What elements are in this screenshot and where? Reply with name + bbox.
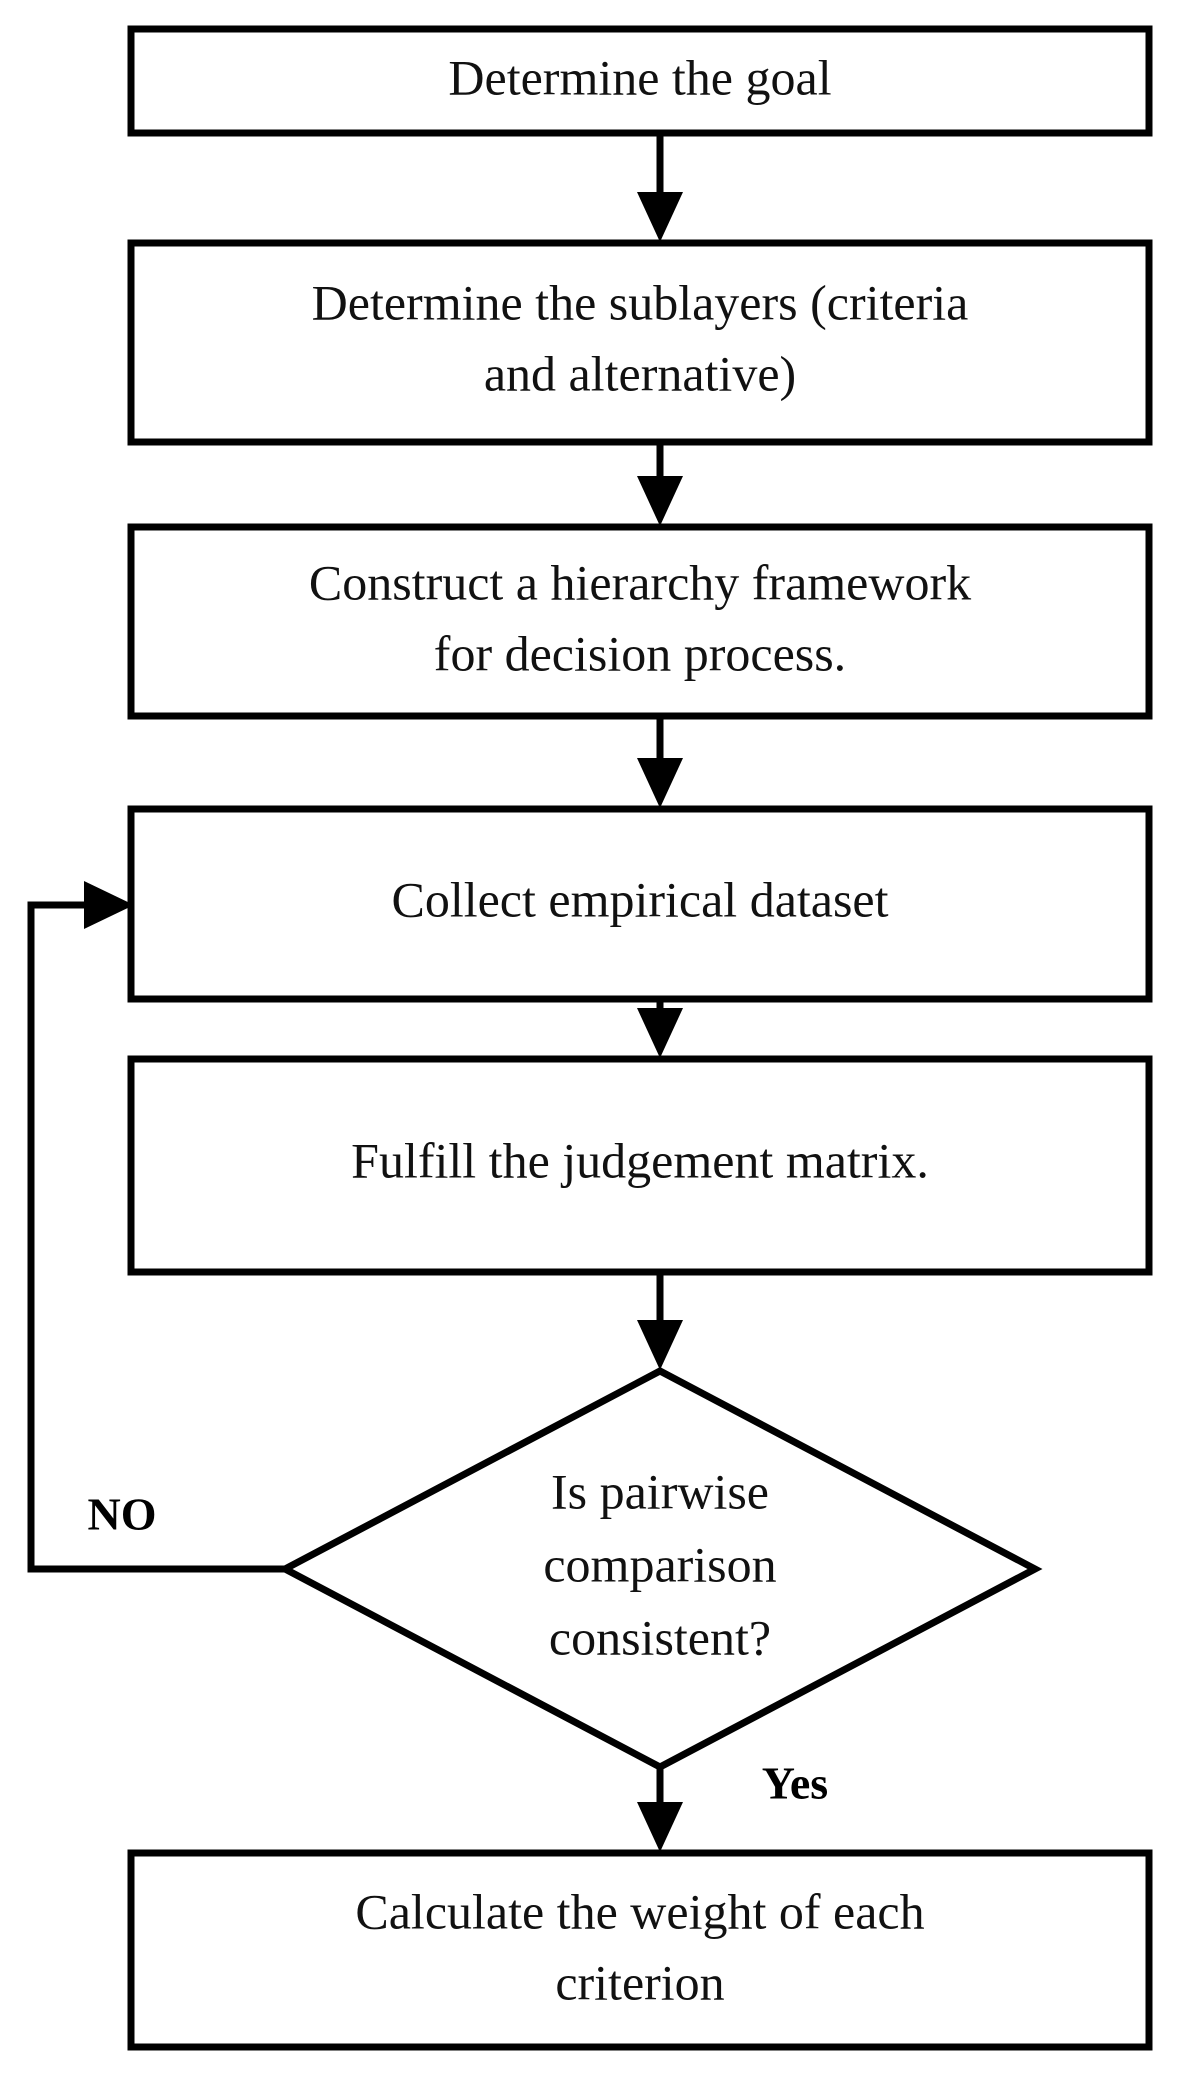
connector-yes-to-calculate bbox=[637, 1767, 683, 1852]
node-determine-sublayers-line-1: and alternative) bbox=[484, 345, 796, 401]
node-calculate-weight-line-0: Calculate the weight of each bbox=[355, 1883, 924, 1939]
connector-collect-to-fulfill bbox=[637, 999, 683, 1058]
node-consistency-check-line-2: consistent? bbox=[549, 1609, 771, 1665]
connector-no-feedback-arrowhead bbox=[84, 881, 134, 929]
node-determine-sublayers-line-0: Determine the sublayers (criteria bbox=[312, 274, 969, 330]
node-calculate-weight-line-1: criterion bbox=[555, 1954, 724, 2010]
node-construct-hierarchy[interactable]: Construct a hierarchy framework for deci… bbox=[127, 523, 1153, 720]
node-calculate-weight[interactable]: Calculate the weight of each criterion bbox=[127, 1849, 1153, 2051]
connector-yes-to-calculate-arrowhead bbox=[637, 1802, 683, 1852]
node-fulfill-matrix-shape bbox=[127, 1055, 1153, 1276]
node-fulfill-matrix[interactable]: Fulfill the judgement matrix. bbox=[127, 1055, 1153, 1276]
node-determine-sublayers-shape bbox=[127, 239, 1153, 446]
connector-hierarchy-to-collect-arrowhead bbox=[637, 758, 683, 808]
connector-goal-to-sublayers-arrowhead bbox=[637, 192, 683, 242]
node-collect-dataset-shape bbox=[127, 805, 1153, 1003]
connector-no-feedback bbox=[27, 881, 285, 1573]
node-construct-hierarchy-shape bbox=[127, 523, 1153, 720]
connector-fulfill-to-decision bbox=[637, 1272, 683, 1370]
edge-label-no: NO bbox=[88, 1489, 157, 1540]
node-fulfill-matrix-line-0: Fulfill the judgement matrix. bbox=[351, 1132, 929, 1188]
node-determine-goal[interactable]: Determine the goal bbox=[127, 25, 1153, 137]
node-consistency-check-line-1: comparison bbox=[543, 1536, 776, 1592]
connector-fulfill-to-decision-arrowhead bbox=[637, 1320, 683, 1370]
connector-no-feedback-path bbox=[27, 901, 285, 1573]
node-collect-dataset-line-0: Collect empirical dataset bbox=[391, 871, 888, 927]
node-consistency-check-line-0: Is pairwise bbox=[551, 1463, 769, 1519]
node-determine-goal-line-0: Determine the goal bbox=[448, 49, 831, 105]
node-construct-hierarchy-line-1: for decision process. bbox=[434, 625, 846, 681]
node-construct-hierarchy-line-0: Construct a hierarchy framework bbox=[309, 554, 971, 610]
connector-goal-to-sublayers bbox=[637, 133, 683, 242]
node-calculate-weight-shape bbox=[127, 1849, 1153, 2051]
connector-sublayers-to-hierarchy-arrowhead bbox=[637, 476, 683, 526]
connector-hierarchy-to-collect bbox=[637, 716, 683, 808]
connector-sublayers-to-hierarchy bbox=[637, 442, 683, 526]
node-determine-sublayers[interactable]: Determine the sublayers (criteria and al… bbox=[127, 239, 1153, 446]
node-consistency-check[interactable]: Is pairwise comparison consistent? bbox=[277, 1367, 1043, 1771]
node-determine-goal-shape bbox=[127, 25, 1153, 137]
connector-collect-to-fulfill-arrowhead bbox=[637, 1008, 683, 1058]
edge-label-yes: Yes bbox=[762, 1758, 828, 1809]
node-collect-dataset[interactable]: Collect empirical dataset bbox=[127, 805, 1153, 1003]
